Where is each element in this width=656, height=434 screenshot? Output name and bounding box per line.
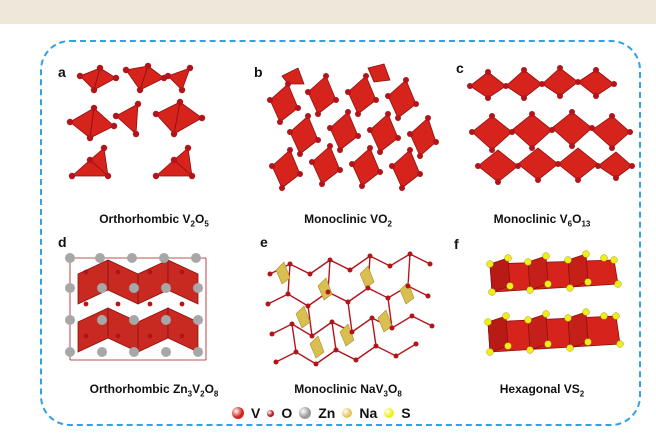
caption-text: Monoclinic VO [304,212,388,226]
caption-text: O [572,212,582,226]
caption-subscript: 3 [383,389,388,399]
caption-subscript: 2 [190,219,195,229]
caption-subscript: 5 [204,219,209,229]
legend-label: Zn [318,405,336,421]
caption-text: Hexagonal VS [499,382,580,396]
panel-a: a Orthorhombic V2O5 [56,56,252,242]
nav3o8-structure [265,251,435,367]
panel-letter: b [254,64,263,80]
panel-caption: Hexagonal VS2 [444,382,640,398]
legend-item: V [232,405,260,421]
caption-text: Monoclinic V [493,212,568,226]
vs2-structure [484,250,624,356]
caption-subscript: 2 [579,389,585,399]
panel-caption: Orthorhombic V2O5 [56,212,252,228]
legend-item: Zn [299,405,335,421]
panel-caption: Monoclinic NaV3O8 [250,382,446,398]
legend-atom-icon [267,409,275,417]
caption-text: Orthorhombic Zn [89,382,188,396]
caption-subscript: 13 [581,219,591,229]
legend-atom-icon [299,407,312,419]
top-band [0,0,656,24]
panel-letter: d [58,234,67,250]
legend-item: O [267,405,292,421]
legend-atom-icon [342,408,353,418]
legend-label: S [401,405,411,421]
v6o13-structure [467,65,635,185]
caption-text: Monoclinic NaV [294,382,384,396]
legend-item: Na [342,405,377,421]
panel-b: b Monoclinic VO2 [250,56,446,242]
caption-subscript: 2 [200,389,205,399]
caption-subscript: 2 [387,219,392,229]
panel-letter: f [454,236,459,252]
panel-caption: Monoclinic VO2 [250,212,446,228]
caption-subscript: 8 [213,389,219,399]
legend-item: S [384,405,411,421]
legend-label: O [281,405,293,421]
dashed-frame [40,40,641,426]
caption-text: V [192,382,201,396]
panel-f: f Hexagonal VS2 [444,234,640,420]
panel-caption: Monoclinic V6O13 [444,212,640,228]
legend-atom-icon [384,408,395,418]
element-legend: V O Zn Na S [232,404,411,422]
caption-subscript: 8 [397,389,402,399]
caption-subscript: 3 [187,389,193,399]
panel-e: e Monoclinic NaV3O8 [250,234,446,420]
panel-letter: a [58,64,66,80]
legend-label: Na [359,405,378,421]
vo2-structure [267,63,439,191]
caption-text: Orthorhombic V [99,212,191,226]
legend-atom-icon [232,407,244,419]
panel-letter: e [260,234,268,250]
panel-caption: Orthorhombic Zn3V2O8 [56,382,252,398]
caption-subscript: 6 [567,219,573,229]
v2o5-structure [66,62,206,180]
caption-text: O [388,382,398,396]
panel-d: d Orthorhombic Zn3V2O8 [56,234,252,420]
caption-text: O [195,212,205,226]
zn3v2o8-structure [65,253,207,361]
panel-letter: c [456,60,464,76]
caption-text: O [204,382,214,396]
panel-c: c Monoclinic V6O13 [444,56,640,242]
legend-label: V [251,405,261,421]
